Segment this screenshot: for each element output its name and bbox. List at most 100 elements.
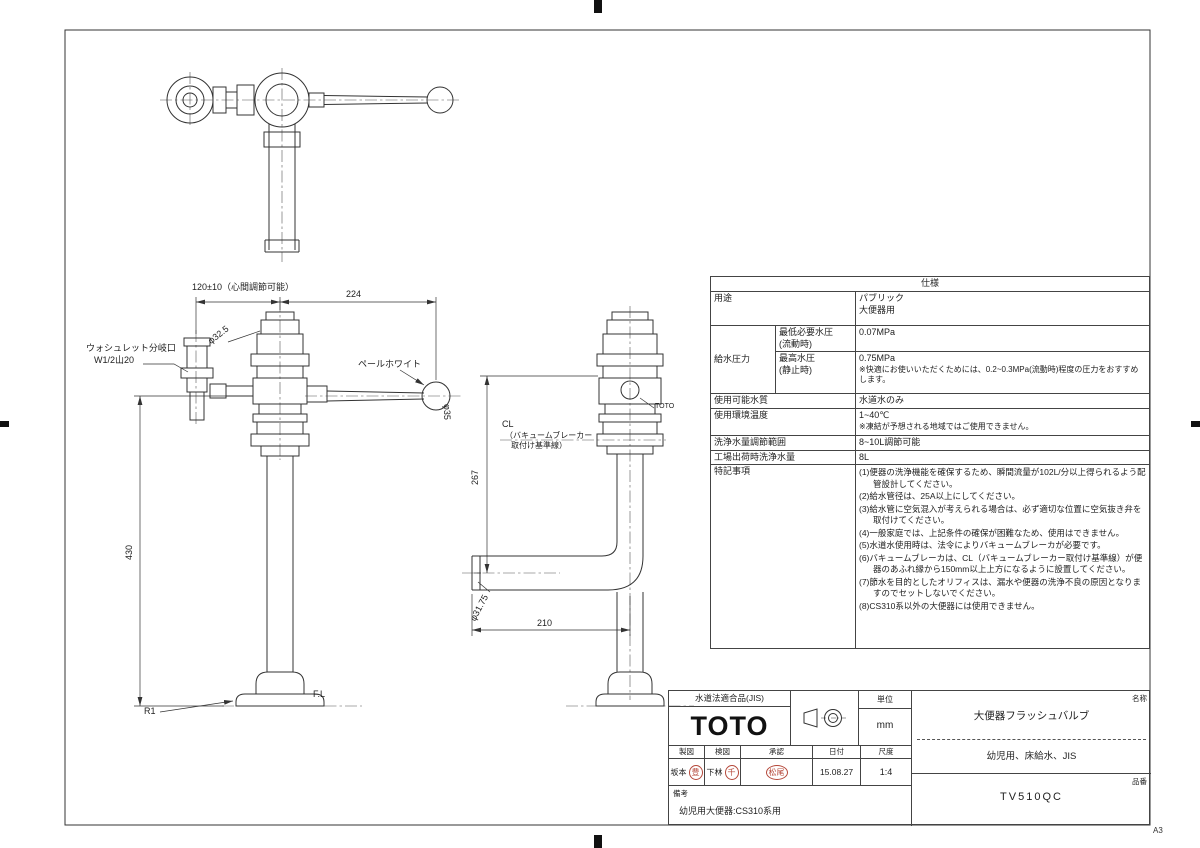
pressure-max-note: ※快適にお使いいただくためには、0.2~0.3MPa(流動時)程度の圧力をおすす… (859, 365, 1139, 385)
pressure-label: 給水圧力 (710, 324, 776, 395)
drafting-label: 製図 (669, 746, 704, 759)
dimension-lines (134, 297, 655, 713)
dim-label-pitch: 120±10（心間調節可能） (192, 282, 294, 292)
remarks-cell: 備考 幼児用大便器:CS310系用 (669, 786, 911, 826)
temperature-range: 1~40℃ (859, 410, 890, 421)
pressure-max-number: 0.75MPa (859, 353, 896, 364)
date-value: 15.08.27 (819, 767, 854, 777)
dim-label-430: 430 (124, 544, 134, 560)
center-lines (160, 68, 694, 707)
quality-value: 水道水のみ (855, 393, 1150, 410)
remarks-value: 幼児用大便器:CS310系用 (679, 806, 782, 816)
checking-label: 検図 (705, 746, 740, 759)
color-note-label: ペールホワイト (358, 359, 422, 369)
cl-label: CL (502, 419, 514, 429)
r1-label: R1 (144, 706, 156, 716)
note-item: (7)節水を目的としたオリフィスは、漏水や便器の洗浄不良の原因となりますのでセッ… (859, 576, 1141, 599)
scale-label: 尺度 (861, 746, 911, 759)
third-angle-projection-icon (803, 708, 846, 728)
pressure-min-label1: 最低必要水圧 (779, 327, 834, 337)
dim-label-224: 224 (346, 289, 362, 299)
toto-mark-label: TOTO (655, 403, 675, 410)
note-item: (5)水道水使用時は、法令によりバキュームブレーカが必要です。 (859, 540, 1106, 551)
spec-table: 仕様 用途 パブリック 大便器用 給水圧力 最低必要水圧 (流動時) 0.07M… (710, 276, 1150, 650)
note-item: (2)給水管径は、25A以上にしてください。 (859, 491, 1021, 502)
note-item: (8)CS310系以外の大便器には使用できません。 (859, 600, 1040, 611)
ball-diameter-label: φ35 (442, 404, 452, 420)
spec-row-flush-range: 洗浄水量調節範囲 8~10L調節可能 (710, 435, 1150, 451)
usage-line1: パブリック (859, 293, 905, 303)
drafting-cell: 製図 坂本 豊 (669, 746, 705, 786)
dim-label-267: 267 (470, 469, 480, 485)
name-part-section: 名称 大便器フラッシュバルブ 幼児用、床給水、JIS 品番 TV510QC (911, 691, 1151, 826)
name-divider-dashed (917, 739, 1146, 740)
pressure-max-label2: (静止時) (779, 365, 812, 376)
factory-flush-value: 8L (855, 449, 1150, 466)
pressure-min-label: 最低必要水圧 (流動時) (775, 324, 856, 353)
notes-value: (1)便器の洗浄機能を確保するため、瞬間流量が102L/分以上得られるよう配管設… (855, 464, 1150, 650)
jis-compliance-label: 水道法適合品(JIS) (669, 691, 791, 707)
cl-note-line2: 取付け基準線） (511, 441, 567, 450)
spec-row-pressure-min: 給水圧力 最低必要水圧 (流動時) 0.07MPa (710, 324, 1150, 395)
spec-row-pressure-max: 最高水圧 (静止時) 0.75MPa ※快適にお使いいただくためには、0.2~0… (711, 351, 1150, 395)
drafting-stamp: 豊 (688, 764, 703, 780)
part-number-label: 品番 (1132, 777, 1147, 786)
date-label: 日付 (813, 746, 860, 759)
checking-cell: 検図 下林 千 (705, 746, 741, 786)
part-number-value: TV510QC (1000, 791, 1063, 803)
pressure-min-value: 0.07MPa (855, 324, 1150, 353)
side-view-drawing (471, 311, 665, 707)
temperature-note: ※凍結が予想される地域ではご使用できません。 (859, 421, 1034, 431)
approval-cell: 承認 松尾 (741, 746, 813, 786)
floor-line-label: F.L (313, 689, 326, 699)
checking-stamp: 千 (724, 764, 739, 780)
dim-label-210: 210 (537, 618, 553, 628)
title-block: 水道法適合品(JIS) TOTO 単位 mm 製図 坂本 豊 検図 (668, 690, 1151, 826)
pressure-max-value: 0.75MPa ※快適にお使いいただくためには、0.2~0.3MPa(流動時)程… (855, 351, 1150, 395)
unit-label: 単位 (859, 691, 911, 709)
remarks-label: 備考 (673, 789, 688, 798)
factory-flush-label: 工場出荷時洗浄水量 (710, 449, 856, 466)
name-label: 名称 (1132, 694, 1147, 703)
part-divider (912, 773, 1151, 774)
spec-row-temperature: 使用環境温度 1~40℃ ※凍結が予想される地域ではご使用できません。 (710, 408, 1150, 437)
toto-logo: TOTO (669, 707, 791, 746)
temperature-value: 1~40℃ ※凍結が予想される地域ではご使用できません。 (855, 408, 1150, 437)
note-item: (6)バキュームブレーカは、CL（バキュームブレーカー取付け基準線）が便器のあふ… (859, 552, 1143, 575)
approval-stamp: 松尾 (765, 764, 788, 780)
spec-row-quality: 使用可能水質 水道水のみ (710, 393, 1150, 410)
washlet-thread-label: W1/2山20 (94, 355, 135, 365)
spec-row-factory-flush: 工場出荷時洗浄水量 8L (710, 449, 1150, 466)
note-item: (3)給水管に空気混入が考えられる場合は、必ず適切な位置に空気抜き弁を取付けてく… (859, 503, 1142, 526)
approval-value: 松尾 (741, 759, 812, 785)
temperature-label: 使用環境温度 (710, 408, 856, 437)
sheet-size-label: A3 (1153, 826, 1163, 835)
front-view-drawing (180, 311, 451, 707)
projection-symbol-cell (791, 691, 859, 746)
spec-table-title: 仕様 (710, 276, 1150, 292)
pressure-max-label: 最高水圧 (静止時) (775, 351, 856, 395)
scale-value: 1:4 (879, 767, 893, 777)
flush-range-label: 洗浄水量調節範囲 (710, 435, 856, 451)
checking-name: 下林 (706, 767, 723, 777)
unit-value: mm (859, 709, 911, 746)
top-view-drawing (166, 72, 454, 253)
flush-range-value: 8~10L調節可能 (855, 435, 1150, 451)
date-cell: 日付 15.08.27 (813, 746, 861, 786)
drafting-value: 坂本 豊 (669, 759, 704, 785)
product-subname: 幼児用、床給水、JIS (986, 751, 1077, 762)
note-item: (4)一般家庭では、上記条件の確保が困難なため、使用はできません。 (859, 527, 1125, 538)
spec-row-usage: 用途 パブリック 大便器用 (710, 291, 1150, 326)
note-item: (1)便器の洗浄機能を確保するため、瞬間流量が102L/分以上得られるよう配管設… (859, 467, 1146, 489)
quality-label: 使用可能水質 (710, 393, 856, 410)
cl-note-line1: （バキュームブレーカー (505, 431, 593, 440)
washlet-branch-label: ウォシュレット分岐口 (86, 343, 176, 353)
usage-line2: 大便器用 (859, 304, 896, 315)
usage-value: パブリック 大便器用 (855, 291, 1150, 326)
pressure-max-label1: 最高水圧 (779, 353, 816, 364)
scale-cell: 尺度 1:4 (861, 746, 911, 786)
spec-row-notes: 特記事項 (1)便器の洗浄機能を確保するため、瞬間流量が102L/分以上得られる… (710, 464, 1150, 650)
